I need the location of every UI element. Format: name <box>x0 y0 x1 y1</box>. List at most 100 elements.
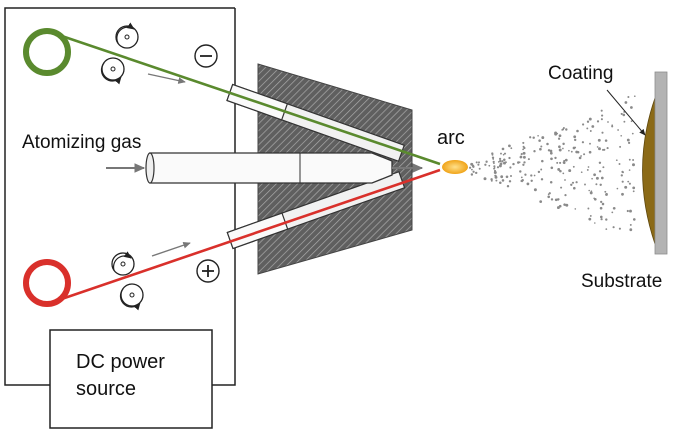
spray-droplet <box>624 101 628 104</box>
electric-arc <box>442 160 468 174</box>
roller-icon <box>119 283 144 311</box>
roller-icon <box>100 57 125 85</box>
spray-droplet <box>506 184 510 188</box>
spray-droplet <box>619 145 622 148</box>
spray-droplet <box>494 175 498 179</box>
spray-droplet <box>562 172 565 175</box>
spray-droplet <box>622 171 624 174</box>
spray-droplet <box>471 168 473 171</box>
spray-droplet <box>587 207 590 210</box>
spray-droplet <box>560 186 563 189</box>
spray-droplet <box>533 188 537 192</box>
spray-droplet <box>468 166 472 169</box>
spray-droplet <box>598 170 602 173</box>
spray-droplet <box>629 209 632 213</box>
spray-droplet <box>549 149 553 153</box>
spray-droplet <box>557 198 560 200</box>
spray-droplet <box>470 173 474 176</box>
spray-droplet <box>629 223 632 226</box>
spray-droplet <box>605 218 608 221</box>
spray-droplet <box>595 176 599 180</box>
spray-droplet <box>524 174 527 176</box>
spray-droplet <box>559 161 562 164</box>
spray-droplet <box>604 190 607 193</box>
spray-droplet <box>620 174 623 177</box>
spray-droplet <box>512 162 515 166</box>
spray-droplet <box>574 146 577 149</box>
substrate-plate <box>654 71 668 255</box>
spray-droplet <box>490 179 493 182</box>
spray-droplet <box>630 106 633 109</box>
spray-droplet <box>522 148 524 151</box>
roller-icon <box>111 251 135 276</box>
gas-nozzle <box>145 152 393 184</box>
spray-droplet <box>521 179 524 182</box>
spray-droplet <box>562 142 565 146</box>
circuit-frame <box>4 7 236 386</box>
spray-droplet <box>493 171 497 174</box>
spray-droplet <box>508 156 511 160</box>
spray-droplet <box>617 129 619 131</box>
spray-droplet <box>483 177 487 181</box>
spray-droplet <box>600 118 603 121</box>
spray-droplet <box>570 183 573 186</box>
minus-icon <box>194 44 218 68</box>
spray-droplet <box>533 150 536 153</box>
spray-droplet <box>509 166 512 169</box>
spray-droplet <box>631 132 634 135</box>
spray-droplet <box>589 142 591 145</box>
spray-droplet <box>520 153 523 156</box>
spray-droplet <box>502 153 505 156</box>
spray-droplet <box>588 117 592 121</box>
spray-droplet <box>601 131 604 134</box>
spray-droplet <box>470 162 474 166</box>
spray-droplet <box>611 125 614 128</box>
spray-droplet <box>574 208 577 210</box>
spray-droplet <box>499 162 503 166</box>
atomizing-gas-label: Atomizing gas <box>22 132 141 153</box>
spray-droplet <box>556 161 559 164</box>
spray-droplet <box>611 211 614 214</box>
spray-droplet <box>503 158 506 162</box>
spray-droplet <box>616 187 619 190</box>
spray-droplet <box>581 141 585 144</box>
spray-droplet <box>499 159 502 163</box>
spray-droplet <box>522 141 525 144</box>
spray-droplet <box>584 183 586 186</box>
spray-droplet <box>503 152 507 155</box>
spray-droplet <box>632 190 635 193</box>
spray-droplet <box>605 228 608 230</box>
spray-droplet <box>493 166 496 169</box>
spray-droplet <box>541 159 544 163</box>
spray-droplet <box>596 146 599 148</box>
spray-droplet <box>492 160 495 163</box>
spray-droplet <box>529 136 532 139</box>
spray-droplet <box>632 159 635 161</box>
spray-droplet <box>533 174 536 177</box>
spray-droplet <box>570 150 573 153</box>
spray-droplet <box>510 147 513 150</box>
spray-droplet <box>586 120 590 123</box>
spray-droplet <box>618 163 621 165</box>
feed-direction-arrow <box>147 73 186 84</box>
spray-droplet <box>601 148 605 151</box>
spray-droplet <box>522 155 526 159</box>
spray-droplet <box>606 147 609 150</box>
spray-droplet <box>601 114 604 117</box>
spray-droplet <box>565 203 569 207</box>
spray-droplet <box>615 159 618 162</box>
spray-droplet <box>565 128 568 131</box>
spray-droplet <box>491 156 495 159</box>
spray-droplet <box>605 193 608 196</box>
spray-droplet <box>547 195 551 199</box>
spray-droplet <box>575 150 579 154</box>
spray-droplet <box>593 173 596 177</box>
spray-droplet <box>573 138 577 142</box>
positive-wire <box>46 168 441 306</box>
spray-droplet <box>472 170 475 173</box>
spray-droplet <box>568 149 570 152</box>
spray-droplet <box>532 136 535 139</box>
spray-droplet <box>632 186 636 190</box>
spray-droplet <box>540 145 543 148</box>
